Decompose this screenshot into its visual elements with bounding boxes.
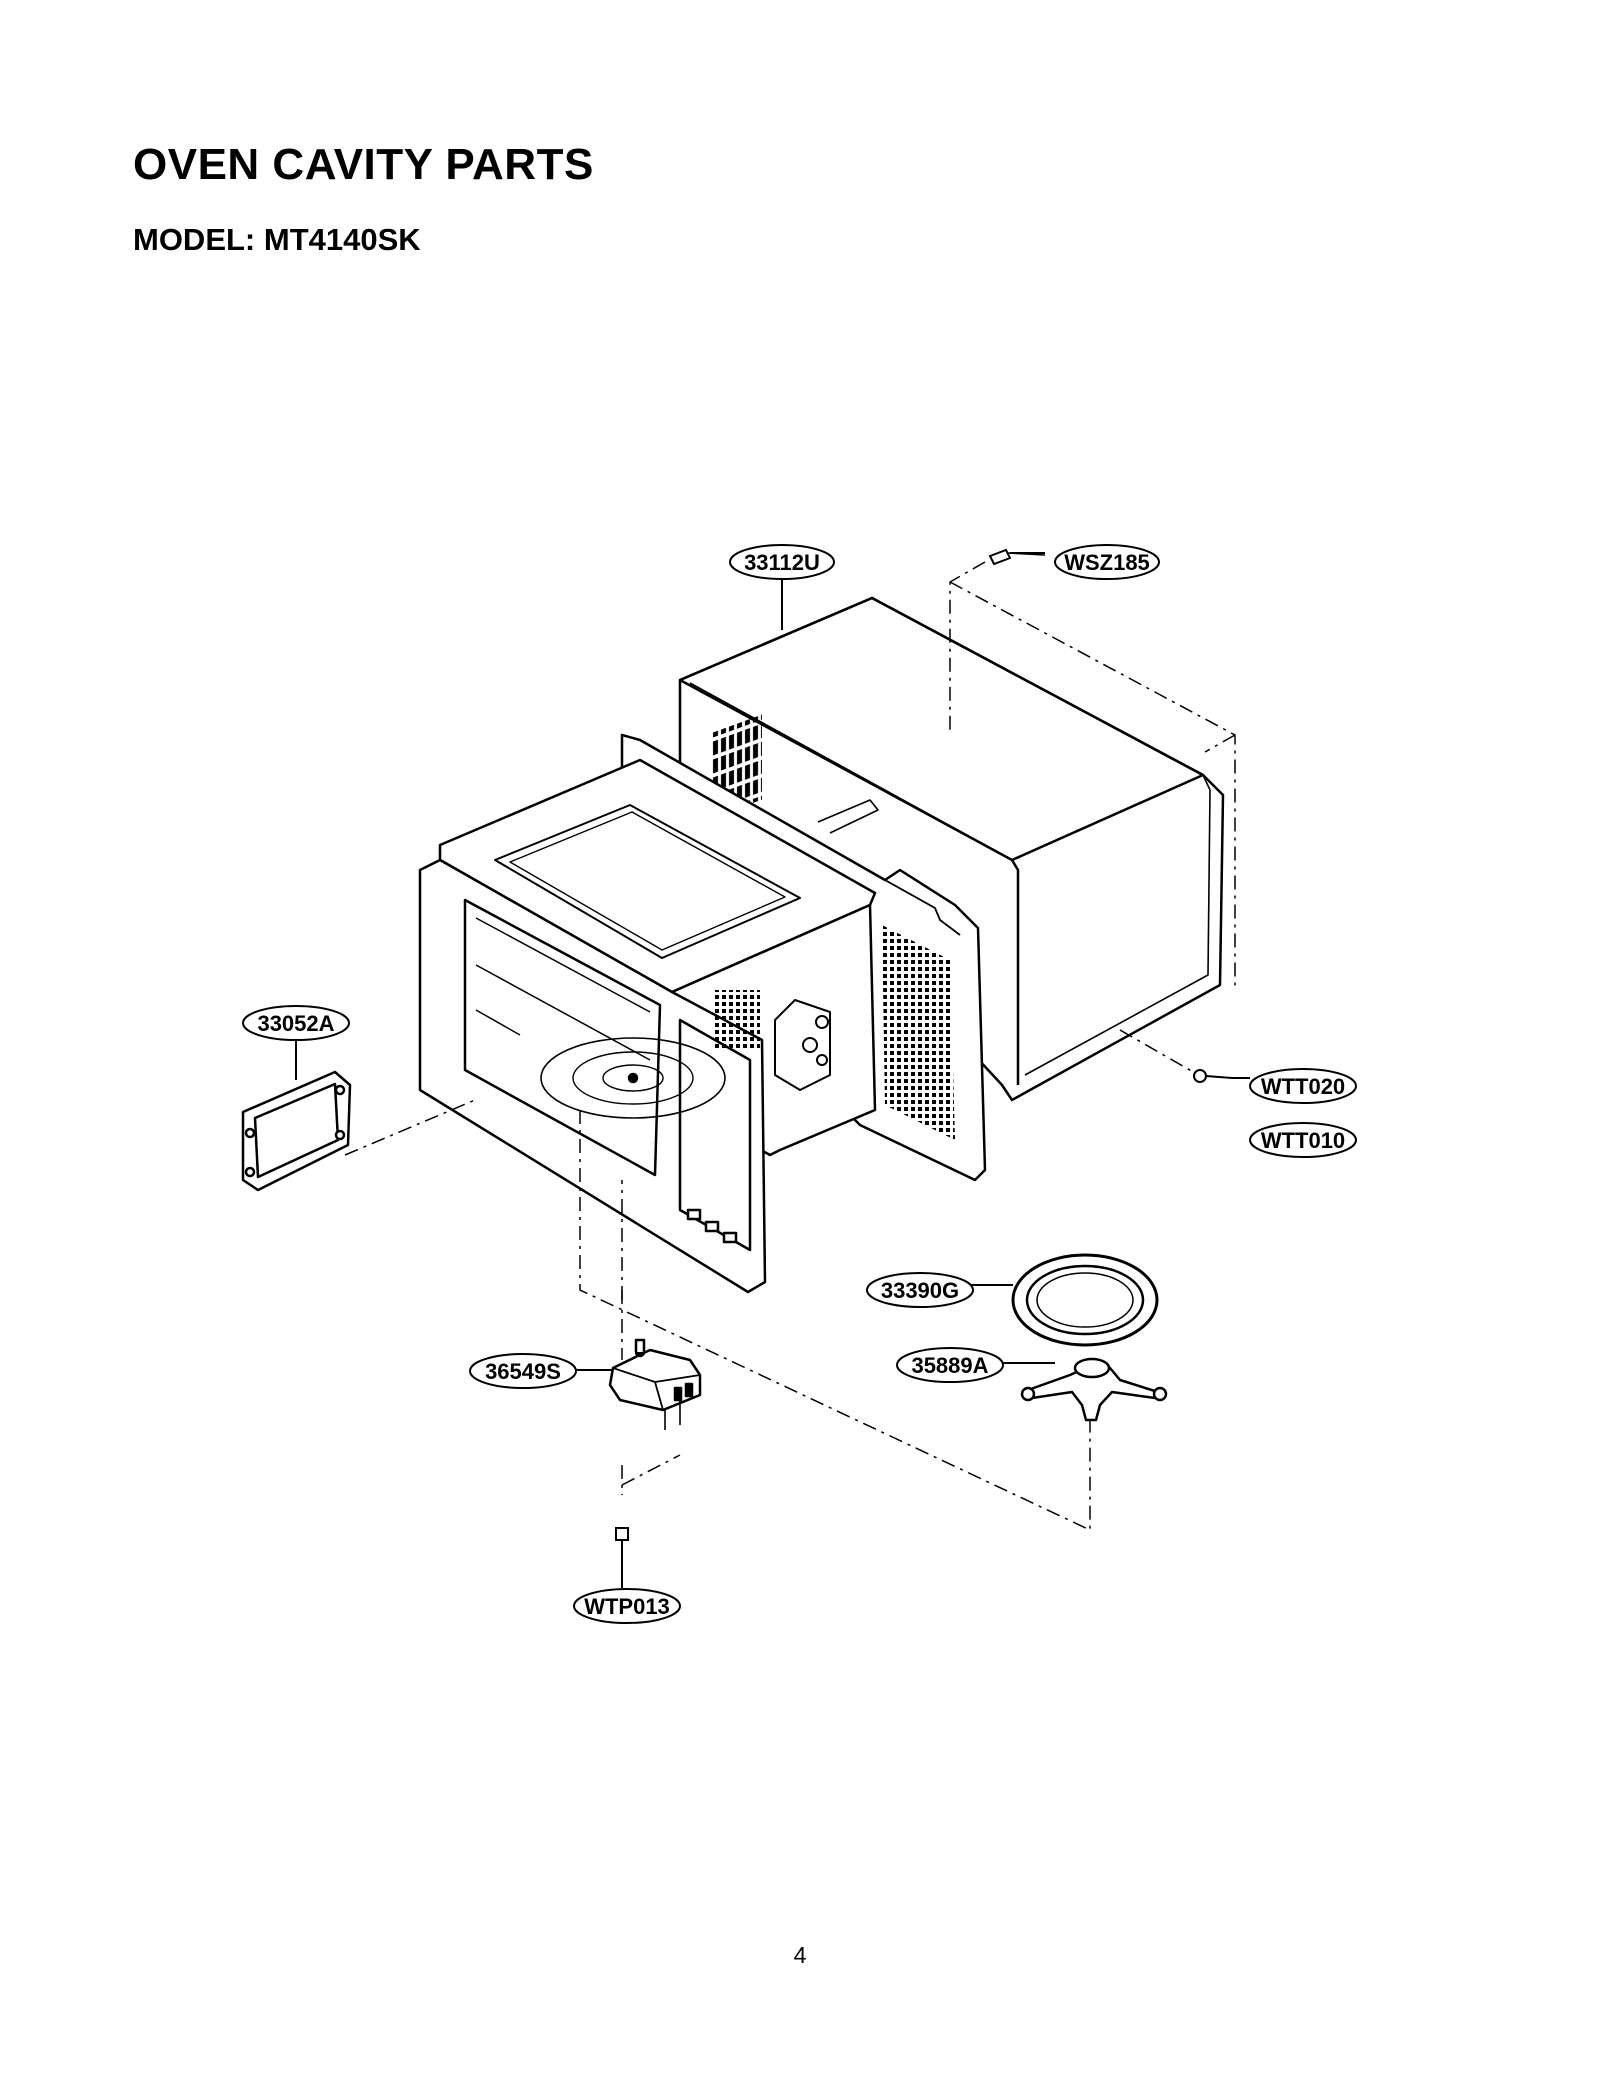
- tray-graphic: [1011, 1253, 1159, 1347]
- label-tray: 33390G: [881, 1278, 959, 1303]
- motor-graphic: [608, 1338, 702, 1430]
- callout-screw-top: WSZ185: [1054, 544, 1160, 580]
- leader-lines: [295, 552, 1250, 1588]
- roller-guide-graphic: [1020, 1357, 1168, 1422]
- label-roller-guide: 35889A: [911, 1353, 988, 1378]
- model-subtitle: MODEL: MT4140SK: [133, 222, 421, 257]
- side-mount: [715, 990, 831, 1091]
- label-screw-rear-alt: WTT010: [1261, 1128, 1345, 1153]
- label-screw-top: WSZ185: [1064, 550, 1150, 575]
- label-lamp-cover: 33052A: [257, 1011, 334, 1036]
- callout-tray: 33390G: [866, 1272, 974, 1308]
- page-title: OVEN CAVITY PARTS: [133, 140, 594, 189]
- lamp-cover-graphic: [241, 1070, 352, 1192]
- dashed-guides: [344, 561, 1236, 1532]
- callout-cabinet: 33112U: [729, 544, 835, 580]
- callout-screw-rear: WTT020: [1249, 1068, 1357, 1104]
- callout-motor: 36549S: [469, 1353, 577, 1389]
- callout-roller-guide: 35889A: [896, 1347, 1004, 1383]
- label-screw-rear: WTT020: [1261, 1074, 1345, 1099]
- motor-screw-graphic: [615, 1527, 629, 1572]
- callout-motor-screw: WTP013: [573, 1588, 681, 1624]
- oven-cavity: [418, 758, 877, 1294]
- label-cabinet: 33112U: [744, 550, 820, 575]
- label-motor: 36549S: [485, 1359, 561, 1384]
- label-motor-screw: WTP013: [584, 1594, 670, 1619]
- callout-lamp-cover: 33052A: [242, 1005, 350, 1041]
- page-number: 4: [793, 1942, 807, 1968]
- screw-rear-graphic: [1193, 1069, 1233, 1083]
- callout-screw-rear-alt: WTT010: [1249, 1122, 1357, 1158]
